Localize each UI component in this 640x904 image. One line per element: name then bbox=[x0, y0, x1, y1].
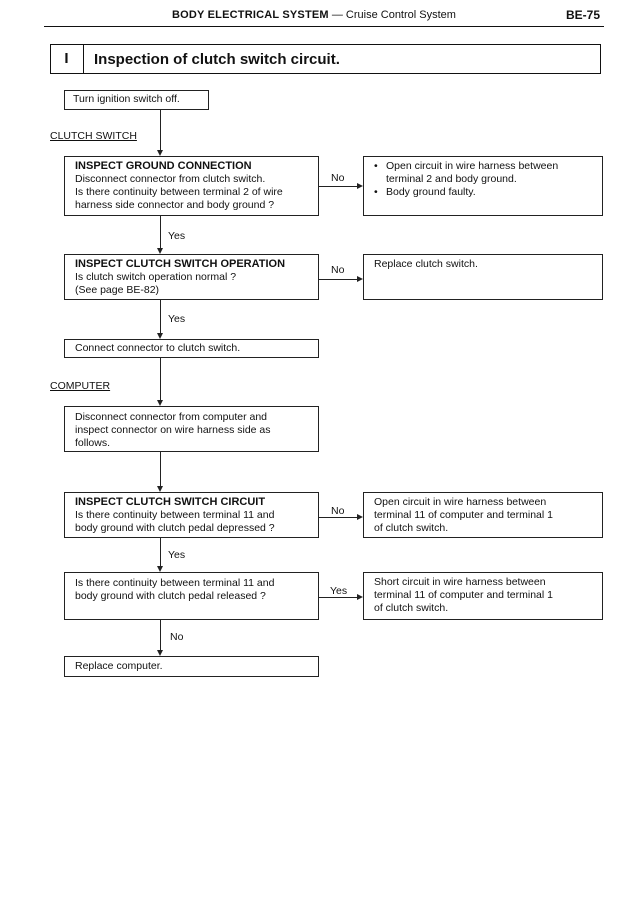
branch-label-no: No bbox=[331, 172, 345, 184]
step-text-line: Disconnect connector from computer and bbox=[75, 411, 268, 423]
open-circuit-result-box: Open circuit in wire harness between ter… bbox=[363, 492, 603, 538]
branch-line bbox=[319, 186, 357, 187]
result-text: Replace clutch switch. bbox=[374, 258, 478, 270]
short-circuit-result-box: Short circuit in wire harness between te… bbox=[363, 572, 603, 620]
flow-arrow bbox=[157, 333, 163, 339]
step-text: Replace computer. bbox=[75, 660, 163, 672]
header-subsystem: — Cruise Control System bbox=[328, 9, 456, 21]
connector-line bbox=[160, 300, 161, 333]
branch-label-no: No bbox=[331, 264, 345, 276]
result-line: of clutch switch. bbox=[374, 602, 449, 614]
connector-line bbox=[160, 110, 161, 150]
step-text-line: body ground with clutch pedal released ? bbox=[75, 590, 266, 602]
result-line: Body ground faulty. bbox=[386, 186, 476, 198]
step-title: INSPECT CLUTCH SWITCH CIRCUIT bbox=[75, 496, 266, 508]
branch-line bbox=[319, 279, 357, 280]
step-text-line: inspect connector on wire harness side a… bbox=[75, 424, 271, 436]
branch-label-no: No bbox=[331, 505, 345, 517]
inspect-clutch-switch-operation-box: INSPECT CLUTCH SWITCH OPERATION Is clutc… bbox=[64, 254, 319, 300]
result-line: terminal 11 of computer and terminal 1 bbox=[374, 509, 553, 521]
step-text-line: Is there continuity between terminal 11 … bbox=[75, 577, 275, 589]
flow-label-no: No bbox=[170, 631, 184, 643]
connector-line bbox=[160, 216, 161, 252]
section-number: I bbox=[50, 44, 84, 74]
flow-label-yes: Yes bbox=[168, 313, 186, 325]
branch-line bbox=[319, 517, 357, 518]
flow-arrow bbox=[157, 486, 163, 492]
branch-line bbox=[319, 597, 357, 598]
result-item: Body ground faulty. bbox=[374, 186, 594, 199]
flow-arrow bbox=[157, 248, 163, 254]
inspect-ground-connection-box: INSPECT GROUND CONNECTION Disconnect con… bbox=[64, 156, 319, 216]
section-title: Inspection of clutch switch circuit. bbox=[94, 51, 340, 68]
step-text-line: harness side connector and body ground ? bbox=[75, 199, 275, 211]
clutch-switch-label: CLUTCH SWITCH bbox=[50, 130, 137, 142]
header-rule bbox=[44, 26, 604, 27]
connector-line bbox=[160, 358, 161, 400]
step-text-line: body ground with clutch pedal depressed … bbox=[75, 522, 275, 534]
branch-label-yes: Yes bbox=[330, 585, 348, 597]
flow-arrow bbox=[157, 400, 163, 406]
flow-arrow bbox=[157, 650, 163, 656]
branch-arrow bbox=[357, 514, 363, 520]
flow-arrow bbox=[157, 150, 163, 156]
header-system-name: BODY ELECTRICAL SYSTEM bbox=[172, 9, 329, 21]
step-title: INSPECT GROUND CONNECTION bbox=[75, 160, 252, 172]
step-text-line: follows. bbox=[75, 437, 111, 449]
start-step-text: Turn ignition switch off. bbox=[73, 93, 180, 105]
step-text-line: (See page BE-82) bbox=[75, 284, 160, 296]
result-line: of clutch switch. bbox=[374, 522, 449, 534]
ground-fault-result-box: Open circuit in wire harness betweenterm… bbox=[363, 156, 603, 216]
section-heading-box bbox=[50, 44, 601, 74]
computer-label: COMPUTER bbox=[50, 380, 111, 392]
flow-label-yes: Yes bbox=[168, 549, 186, 561]
inspect-clutch-switch-circuit-box: INSPECT CLUTCH SWITCH CIRCUIT Is there c… bbox=[64, 492, 319, 538]
step-text-line: Is there continuity between terminal 11 … bbox=[75, 509, 275, 521]
connector-line bbox=[160, 452, 161, 488]
flow-arrow bbox=[157, 566, 163, 572]
disconnect-computer-box: Disconnect connector from computer and i… bbox=[64, 406, 319, 452]
connect-connector-box: Connect connector to clutch switch. bbox=[64, 339, 319, 358]
result-line: Short circuit in wire harness between bbox=[374, 576, 546, 588]
flow-label-yes: Yes bbox=[168, 230, 186, 242]
step-text: Connect connector to clutch switch. bbox=[75, 342, 241, 354]
page-header-title: BODY ELECTRICAL SYSTEM — Cruise Control … bbox=[172, 9, 456, 21]
branch-arrow bbox=[357, 594, 363, 600]
page-number: BE-75 bbox=[566, 8, 601, 22]
step-text-line: Is there continuity between terminal 2 o… bbox=[75, 186, 283, 198]
replace-computer-box: Replace computer. bbox=[64, 656, 319, 677]
branch-arrow bbox=[357, 183, 363, 189]
result-line: Open circuit in wire harness between bbox=[386, 160, 559, 172]
result-item: Open circuit in wire harness betweenterm… bbox=[374, 160, 594, 186]
connector-line bbox=[160, 620, 161, 650]
branch-arrow bbox=[357, 276, 363, 282]
step-title: INSPECT CLUTCH SWITCH OPERATION bbox=[75, 258, 286, 270]
replace-clutch-switch-box: Replace clutch switch. bbox=[363, 254, 603, 300]
step-text-line: Is clutch switch operation normal ? bbox=[75, 271, 237, 283]
result-line: terminal 2 and body ground. bbox=[386, 173, 517, 185]
result-line: Open circuit in wire harness between bbox=[374, 496, 547, 508]
result-line: terminal 11 of computer and terminal 1 bbox=[374, 589, 553, 601]
start-step-box: Turn ignition switch off. bbox=[64, 90, 209, 110]
step-text-line: Disconnect connector from clutch switch. bbox=[75, 173, 266, 185]
continuity-released-box: Is there continuity between terminal 11 … bbox=[64, 572, 319, 620]
connector-line bbox=[160, 538, 161, 566]
